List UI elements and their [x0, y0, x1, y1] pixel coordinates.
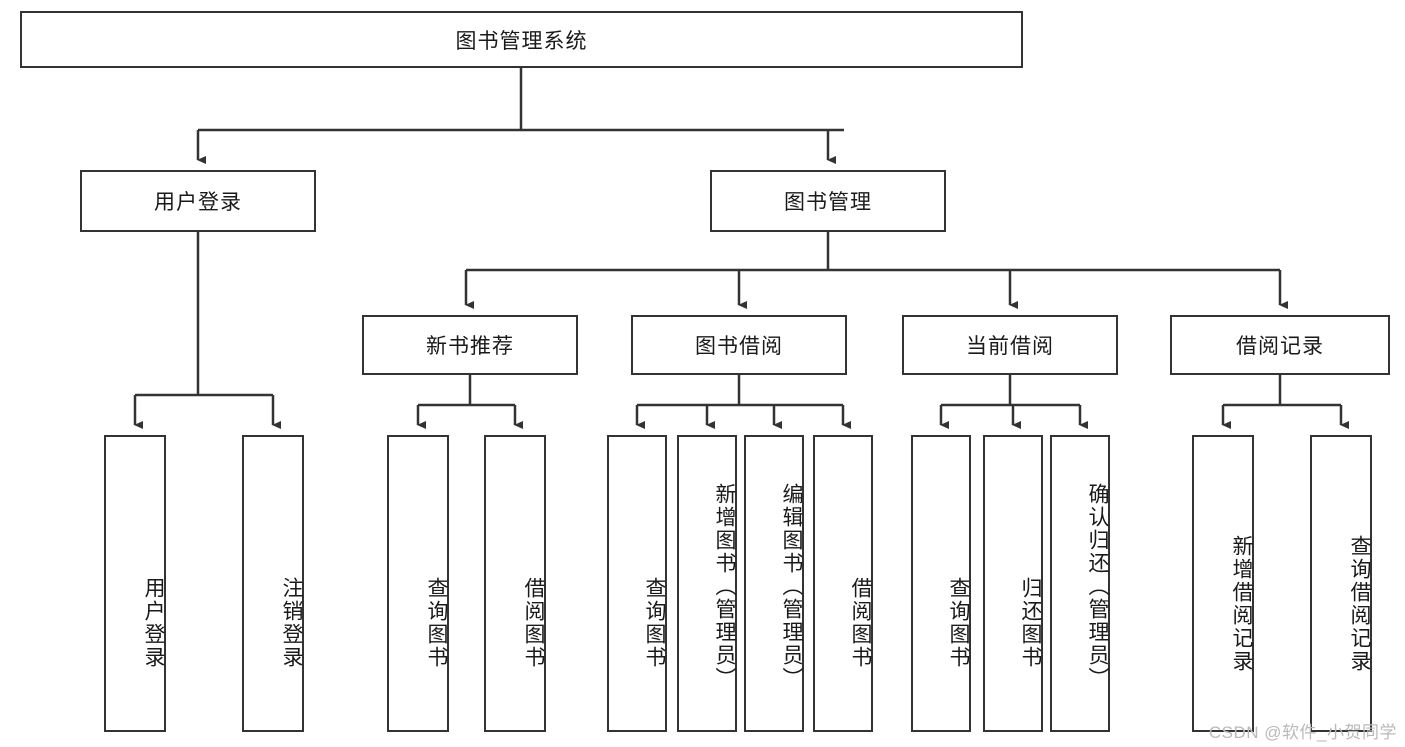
leaf-query-books-borrow[interactable]: 查询图书 [607, 435, 667, 732]
leaf-query-books-recommend[interactable]: 查询图书 [387, 435, 449, 732]
watermark: CSDN @软件_小贺同学 [1208, 723, 1397, 742]
node-new-book-recommendation[interactable]: 新书推荐 [362, 315, 578, 375]
leaf-query-books-borrow-label: 查询图书 [643, 576, 666, 669]
leaf-user-login-label: 用户登录 [142, 576, 165, 669]
leaf-borrow-books-recommend[interactable]: 借阅图书 [484, 435, 546, 732]
node-borrow-records-label: 借阅记录 [1236, 335, 1324, 358]
leaf-confirm-return-admin-label: 确认归还（管理员） [1086, 483, 1109, 690]
node-user-login[interactable]: 用户登录 [80, 170, 316, 232]
leaf-add-book-admin-label: 新增图书（管理员） [713, 483, 736, 690]
node-user-login-label: 用户登录 [154, 191, 242, 214]
node-root[interactable]: 图书管理系统 [20, 11, 1023, 68]
leaf-add-borrow-record[interactable]: 新增借阅记录 [1192, 435, 1254, 732]
leaf-query-borrow-record[interactable]: 查询借阅记录 [1310, 435, 1372, 732]
node-borrow-records[interactable]: 借阅记录 [1170, 315, 1390, 375]
leaf-user-login[interactable]: 用户登录 [104, 435, 166, 732]
leaf-add-borrow-record-label: 新增借阅记录 [1230, 534, 1253, 673]
leaf-return-books-label: 归还图书 [1019, 576, 1042, 669]
leaf-query-borrow-record-label: 查询借阅记录 [1348, 534, 1371, 673]
leaf-logout[interactable]: 注销登录 [242, 435, 304, 732]
leaf-query-books-current[interactable]: 查询图书 [911, 435, 971, 732]
leaf-add-book-admin[interactable]: 新增图书（管理员） [677, 435, 737, 732]
node-book-borrowing[interactable]: 图书借阅 [631, 315, 847, 375]
node-new-book-recommendation-label: 新书推荐 [426, 335, 514, 358]
leaf-return-books[interactable]: 归还图书 [983, 435, 1043, 732]
leaf-edit-book-admin-label: 编辑图书（管理员） [780, 483, 803, 690]
node-book-borrowing-label: 图书借阅 [695, 335, 783, 358]
node-book-management-label: 图书管理 [784, 191, 872, 214]
node-root-label: 图书管理系统 [455, 29, 588, 53]
leaf-edit-book-admin[interactable]: 编辑图书（管理员） [744, 435, 804, 732]
leaf-query-books-recommend-label: 查询图书 [425, 576, 448, 669]
leaf-borrow-books[interactable]: 借阅图书 [813, 435, 873, 732]
leaf-confirm-return-admin[interactable]: 确认归还（管理员） [1050, 435, 1110, 732]
leaf-borrow-books-label: 借阅图书 [849, 576, 872, 669]
leaf-query-books-current-label: 查询图书 [947, 576, 970, 669]
node-book-management[interactable]: 图书管理 [710, 170, 946, 232]
node-current-borrowing[interactable]: 当前借阅 [902, 315, 1118, 375]
leaf-borrow-books-recommend-label: 借阅图书 [522, 576, 545, 669]
leaf-logout-label: 注销登录 [280, 576, 303, 669]
node-current-borrowing-label: 当前借阅 [966, 335, 1054, 358]
